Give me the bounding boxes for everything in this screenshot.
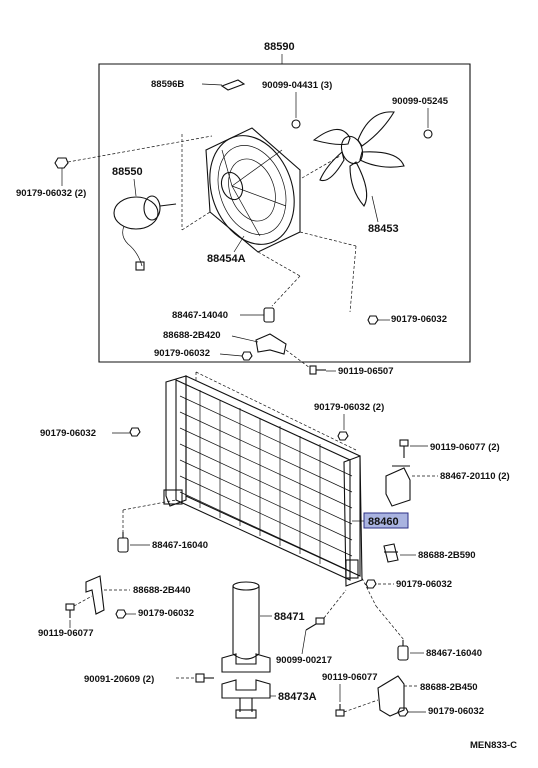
label-90179-06032-a[interactable]: 90179-06032: [154, 348, 210, 359]
part-90179-06032-e[interactable]: 90179-06032: [361, 577, 452, 641]
part-90119-06077-lower[interactable]: 90119-06077: [322, 672, 379, 717]
part-88688-2b450[interactable]: 88688-2B450: [377, 675, 478, 717]
part-88454a-fan-shroud[interactable]: 88454A: [195, 124, 308, 265]
fan-assembly-group: 88590 88596B 90099-04431 (3) 90099-05245…: [16, 41, 471, 363]
part-90099-04431[interactable]: 90099-04431 (3): [262, 80, 332, 129]
part-88453-fan-blade[interactable]: 88453: [301, 111, 405, 235]
label-88467-14040[interactable]: 88467-14040: [172, 310, 228, 321]
part-88596b[interactable]: 88596B: [151, 79, 246, 91]
part-88467-16040-left[interactable]: 88467-16040: [117, 499, 208, 553]
part-90179-06032-a[interactable]: 90179-06032: [154, 348, 253, 361]
part-90179-06032-d[interactable]: 90179-06032: [115, 608, 194, 619]
label-90179-06032-2b[interactable]: 90179-06032 (2): [314, 402, 384, 413]
part-90119-06507[interactable]: 90119-06507: [285, 349, 393, 377]
part-90099-00217[interactable]: 90099-00217: [276, 589, 347, 666]
part-88688-2b590[interactable]: 88688-2B590: [383, 543, 476, 563]
part-88550-fan-motor[interactable]: 88550: [112, 166, 177, 271]
label-90119-06507[interactable]: 90119-06507: [338, 366, 393, 377]
part-88467-20110[interactable]: 88467-20110 (2): [385, 465, 510, 507]
label-90179-06032-2a[interactable]: 90179-06032 (2): [16, 188, 86, 199]
part-90179-06032-b[interactable]: 90179-06032: [367, 314, 447, 325]
part-90179-06032-f[interactable]: 90179-06032: [397, 706, 484, 717]
label-88688-2b440[interactable]: 88688-2B440: [133, 585, 191, 596]
label-90099-05245[interactable]: 90099-05245: [392, 96, 449, 107]
part-90179-06032-c[interactable]: 90179-06032: [40, 427, 141, 439]
part-90119-06077-right[interactable]: 90119-06077 (2): [399, 439, 500, 458]
label-90091-20609-2[interactable]: 90091-20609 (2): [84, 674, 154, 685]
label-88467-16040-b[interactable]: 88467-16040: [426, 648, 482, 659]
part-90179-06032-left[interactable]: 90179-06032 (2): [16, 135, 213, 199]
label-90099-04431[interactable]: 90099-04431 (3): [262, 80, 332, 91]
label-88550[interactable]: 88550: [112, 166, 143, 178]
label-90179-06032-e[interactable]: 90179-06032: [396, 579, 452, 590]
label-88596b[interactable]: 88596B: [151, 79, 184, 90]
label-88467-16040-a[interactable]: 88467-16040: [152, 540, 208, 551]
part-88467-16040-right[interactable]: 88467-16040: [397, 640, 482, 661]
part-88460-condenser[interactable]: 88460: [163, 371, 409, 587]
part-90091-20609[interactable]: 90091-20609 (2): [84, 673, 214, 685]
label-88473a[interactable]: 88473A: [278, 691, 317, 703]
label-90179-06032-f[interactable]: 90179-06032: [428, 706, 484, 717]
label-88454a[interactable]: 88454A: [207, 253, 246, 265]
part-88688-2b420[interactable]: 88688-2B420: [163, 330, 287, 355]
label-88590[interactable]: 88590: [264, 41, 295, 53]
label-90119-06077-a[interactable]: 90119-06077: [38, 628, 93, 639]
part-88471-receiver[interactable]: 88471: [232, 581, 305, 660]
label-88460[interactable]: 88460: [368, 516, 399, 528]
highlight-88460: [363, 512, 409, 529]
label-90099-00217[interactable]: 90099-00217: [276, 655, 332, 666]
label-88471[interactable]: 88471: [274, 611, 305, 623]
label-90179-06032-d[interactable]: 90179-06032: [138, 608, 194, 619]
label-90119-06077-b[interactable]: 90119-06077: [322, 672, 377, 683]
label-88467-20110-2[interactable]: 88467-20110 (2): [440, 471, 510, 482]
diagram-code: MEN833-C: [470, 740, 517, 751]
part-88467-14040[interactable]: 88467-14040: [172, 307, 275, 323]
fan-assembly-frame: [98, 63, 471, 363]
label-88688-2b590[interactable]: 88688-2B590: [418, 550, 476, 561]
part-90179-06032-top-right[interactable]: 90179-06032 (2): [314, 402, 384, 441]
label-90119-06077-2[interactable]: 90119-06077 (2): [430, 442, 500, 453]
label-88688-2b420[interactable]: 88688-2B420: [163, 330, 221, 341]
label-88688-2b450[interactable]: 88688-2B450: [420, 682, 478, 693]
part-90099-05245[interactable]: 90099-05245: [392, 96, 449, 139]
label-88453[interactable]: 88453: [368, 223, 399, 235]
part-88688-2b440[interactable]: 88688-2B440: [85, 575, 191, 615]
part-88473a-clamp[interactable]: 88473A: [221, 653, 317, 719]
label-90179-06032-b[interactable]: 90179-06032: [391, 314, 447, 325]
part-90119-06077-left[interactable]: 90119-06077: [38, 595, 93, 639]
label-90179-06032-c[interactable]: 90179-06032: [40, 428, 96, 439]
